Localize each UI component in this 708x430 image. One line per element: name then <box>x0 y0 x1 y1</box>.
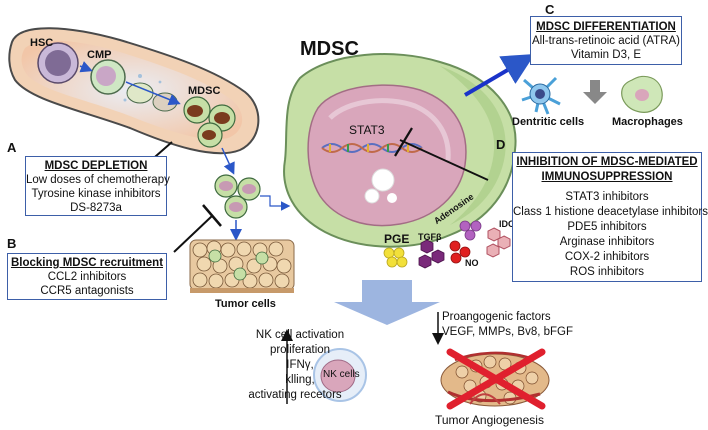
mdsc-cells-in-marrow <box>183 96 236 148</box>
nk-activation-text: NK cell activation proliferation IFNγ, k… <box>238 328 362 403</box>
proangiogenic-line: Proangogenic factors <box>442 311 551 323</box>
nk-activation-line: proliferation <box>269 343 331 356</box>
no-label: NO <box>465 258 479 268</box>
panel-d-letter: D <box>496 137 506 152</box>
panel-b-item: CCR5 antagonists <box>40 285 134 297</box>
panel-d-item: Class 1 histione deacetylase inhibitors <box>513 206 708 218</box>
panel-a-box: MDSC DEPLETION Low doses of chemotherapy… <box>25 156 170 216</box>
dendritic-cell <box>521 76 561 115</box>
macrophage-cell <box>621 75 663 113</box>
cmp-label: CMP <box>87 49 112 61</box>
nk-activation-line: activating recetors <box>248 388 342 401</box>
panel-a-letter: A <box>7 140 17 155</box>
panel-d-item: ROS inhibitors <box>569 266 645 278</box>
tgfb-label: TGFβ <box>418 232 442 242</box>
nk-activation-line: NK cell activation <box>255 329 345 341</box>
panel-d-box: INHIBITION OF MDSC-MEDIATED IMMUNOSUPPRE… <box>512 152 708 282</box>
ido-molecules <box>486 227 511 258</box>
no-molecules <box>449 240 471 264</box>
tgfb-molecules <box>418 239 445 269</box>
circulating-mdsc-cells <box>214 174 261 219</box>
panel-b-letter: B <box>7 236 17 251</box>
nk-cell <box>313 348 367 402</box>
panel-d-item: Arginase inhibitors <box>559 236 655 248</box>
dendritic-cells-label: Dentritic cells <box>512 116 585 128</box>
tumor-cells-label: Tumor cells <box>215 298 276 310</box>
dna-helix <box>321 143 423 153</box>
adenosine-molecules <box>459 220 482 241</box>
ido-label: IDO <box>499 219 516 229</box>
mdsc-title: MDSC <box>300 38 359 60</box>
panel-c-item: Vitamin D3, E <box>570 49 642 61</box>
mdsc-small-label: MDSC <box>188 85 221 97</box>
panel-c-item: All-trans-retinoic acid (ATRA) <box>531 35 681 47</box>
panel-b-box: Blocking MDSC recruitment CCL2 inhibitor… <box>7 253 167 300</box>
panel-a-item: DS-8273a <box>70 202 122 214</box>
cmp-cell <box>90 59 126 95</box>
nk-cells-label: NK cells <box>323 369 360 380</box>
panel-c-box: MDSC DIFFERENTIATION All-trans-retinoic … <box>530 16 682 65</box>
hsc-label: HSC <box>30 37 54 49</box>
panel-c-letter: C <box>545 2 555 17</box>
proangiogenic-text: Proangogenic factors VEGF, MMPs, Bv8, bF… <box>442 310 573 340</box>
panel-a-title: MDSC DEPLETION <box>44 160 148 172</box>
tumor-angiogenesis-label: Tumor Angiogenesis <box>435 413 544 427</box>
macrophages-label: Macrophages <box>612 116 683 128</box>
nk-activation-line: IFNγ, <box>286 358 314 371</box>
panel-b-item: CCL2 inhibitors <box>47 271 127 283</box>
red-cross <box>446 348 546 410</box>
panel-a-item: Low doses of chemotherapy <box>26 174 170 186</box>
proangiogenic-line: VEGF, MMPs, Bv8, bFGF <box>442 325 573 338</box>
panel-d-item: COX-2 inhibitors <box>564 251 650 263</box>
panel-d-item: STAT3 inhibitors <box>565 191 649 203</box>
panel-d-title-line2: IMMUNOSUPPRESSION <box>541 171 673 183</box>
stat3-label: STAT3 <box>349 123 385 137</box>
nk-activation-line: klling, <box>285 373 315 386</box>
panel-a-item: Tyrosine kinase inhibitors <box>31 188 161 200</box>
tumor-cells-mass <box>189 239 295 293</box>
panel-d-item: PDE5 inhibitors <box>567 221 647 233</box>
pge-molecules <box>383 247 408 268</box>
panel-c-title: MDSC DIFFERENTIATION <box>536 21 676 33</box>
big-down-arrow <box>334 280 440 325</box>
pge-label: PGE <box>384 232 410 246</box>
panel-d-title-line1: INHIBITION OF MDSC-MEDIATED <box>516 156 698 168</box>
hsc-cell <box>37 42 79 84</box>
panel-b-title: Blocking MDSC recruitment <box>10 257 164 269</box>
